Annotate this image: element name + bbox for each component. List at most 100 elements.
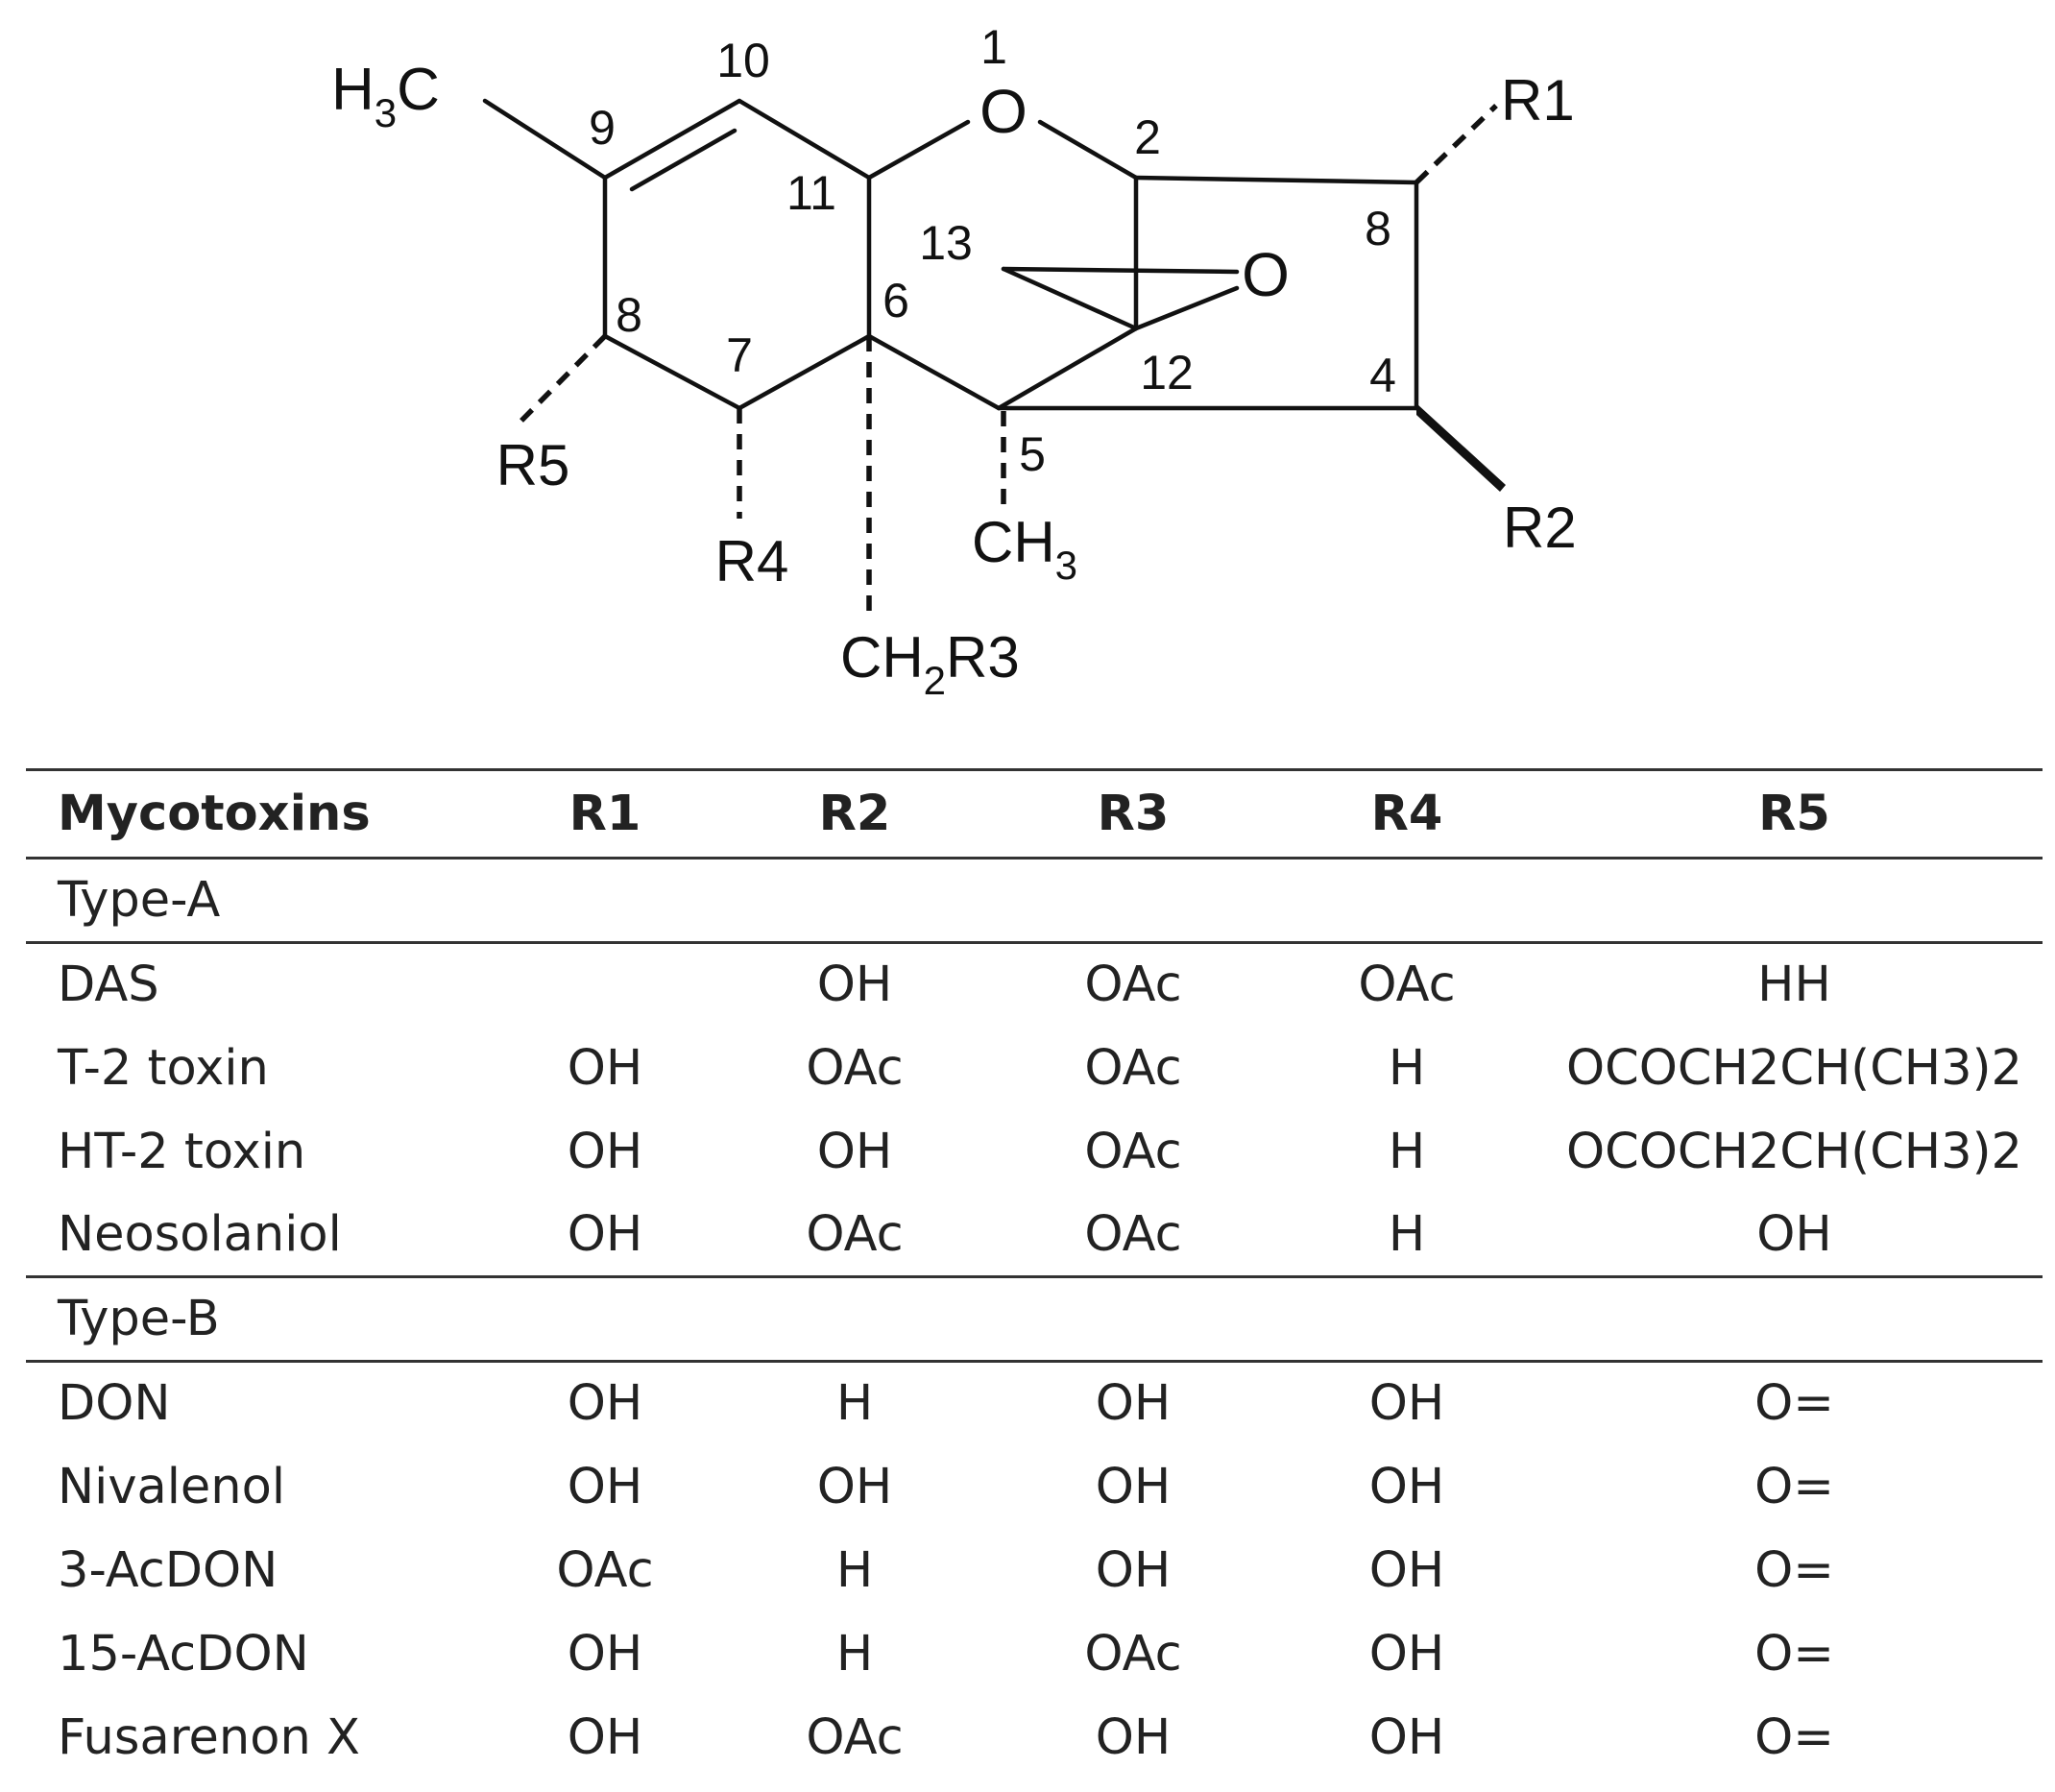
r4-value: OH [1368,1458,1445,1515]
r5-value: OH [1546,1193,2043,1278]
epoxide-oxygen-label: O [1242,240,1290,309]
r2-value: OAc [806,1039,904,1097]
r1-value: OH [499,1193,711,1278]
position-12-label: 12 [1140,346,1194,400]
bond-c8-r5 [520,334,607,423]
r4-label: R4 [715,529,789,593]
r1-value: OH [567,1625,643,1683]
table-group-row: Type-B [26,1276,2043,1363]
r4-value: OH [1368,1625,1445,1683]
position-4-label: 4 [1369,349,1396,402]
position-2-label: 2 [1134,110,1161,164]
mycotoxin-name: 15-AcDON [58,1625,309,1683]
r1-label: R1 [1501,68,1575,133]
r5-value: O= [1754,1458,1834,1515]
r1-value: OH [567,1458,643,1515]
header-mycotoxins: Mycotoxins [26,768,499,860]
position-11-label: 11 [786,166,836,220]
mycotoxin-name: DAS [58,957,159,1014]
r2-value: OH [816,1123,893,1180]
bond-c12-o [1133,285,1240,331]
bond-c3-r1 [1414,104,1498,184]
mycotoxin-name: T-2 toxin [58,1039,269,1097]
bond-c5-c12 [996,326,1139,411]
position-7-label: 7 [726,328,753,382]
mycotoxin-name: HT-2 toxin [58,1123,306,1180]
r4-value: H [1388,1039,1426,1097]
r1-value: OAc [556,1541,654,1599]
r3-value: OAc [1084,1039,1182,1097]
table-row: 15-AcDON OH H OAc OH O= [26,1612,2043,1696]
mycotoxin-name: Fusarenon X [58,1708,360,1766]
position-10-label: 10 [716,34,770,87]
r3-value: OH [1095,1458,1172,1515]
r1-value: OH [567,1039,643,1097]
bond-methyl-c9 [482,98,608,181]
r2-value: H [835,1541,874,1599]
table-row: HT-2 toxin OH OH OAc H OCOCH2CH(CH3)2 [26,1110,2043,1194]
r2-value: OAc [711,1193,999,1278]
bond-c6-c5 [866,333,1002,411]
position-6-label: 6 [882,274,909,327]
r2-value: H [835,1375,874,1433]
ch2r3-label: CH2R3 [840,625,1020,703]
r5-value: O= [1754,1625,1834,1683]
r4-value: H [1388,1123,1426,1180]
r1-value: OH [567,1123,643,1180]
bond-o1-c2 [1037,119,1139,181]
bond-c10-c11 [737,98,872,181]
table-row: Nivalenol OH OH OH OH O= [26,1445,2043,1529]
group-label: Type-B [26,1276,2043,1363]
ring-oxygen-label: O [979,77,1028,146]
r4-value: OH [1368,1375,1445,1433]
r4-value: OH [1368,1708,1445,1766]
bond-c9-c10 [602,98,742,181]
group-label: Type-A [26,858,2043,944]
position-8-right-label: 8 [1365,202,1391,255]
r1-value: OH [567,1375,643,1433]
bond-c13-c12 [1001,266,1139,331]
r5-value: HH [1757,957,1831,1014]
structure-labels: H3C 1 2 4 5 6 7 8 8 9 10 11 12 13 O O R1… [331,20,1577,703]
r5-value: O= [1754,1541,1834,1599]
r3-value: OAc [1084,1123,1182,1180]
bond-c2-c3 [1133,175,1419,185]
position-1-label: 1 [980,20,1007,74]
r1-value: OH [567,1708,643,1766]
mycotoxin-name: DON [58,1375,171,1433]
bond-c4-r2-wedge [1416,403,1506,492]
r1-value [499,943,711,1027]
mycotoxin-name: Nivalenol [58,1458,285,1515]
bond-c9-c10-second [629,128,737,192]
bond-c7-c6 [737,333,872,411]
r5-value: O= [1754,1708,1834,1766]
position-5-label: 5 [1019,427,1046,481]
r3-value: OH [1095,1541,1172,1599]
r5-value: O= [1754,1375,1834,1433]
r3-value: OAc [999,1193,1268,1278]
header-r4: R4 [1268,768,1546,860]
r2-label: R2 [1503,496,1577,560]
position-8-left-label: 8 [616,288,642,342]
structure-bonds [482,98,1506,615]
r2-value: H [835,1625,874,1683]
header-r1: R1 [499,768,711,860]
mycotoxin-name: 3-AcDON [58,1541,278,1599]
r5-value: OCOCH2CH(CH3)2 [1566,1123,2022,1180]
mycotoxin-name: Neosolaniol [26,1193,499,1278]
r2-value: OH [816,1458,893,1515]
r2-value: OAc [806,1708,904,1766]
header-r5: R5 [1546,768,2043,860]
r3-value: OAc [1084,1625,1182,1683]
bond-c11-o1 [866,119,971,181]
header-r2: R2 [711,768,999,860]
